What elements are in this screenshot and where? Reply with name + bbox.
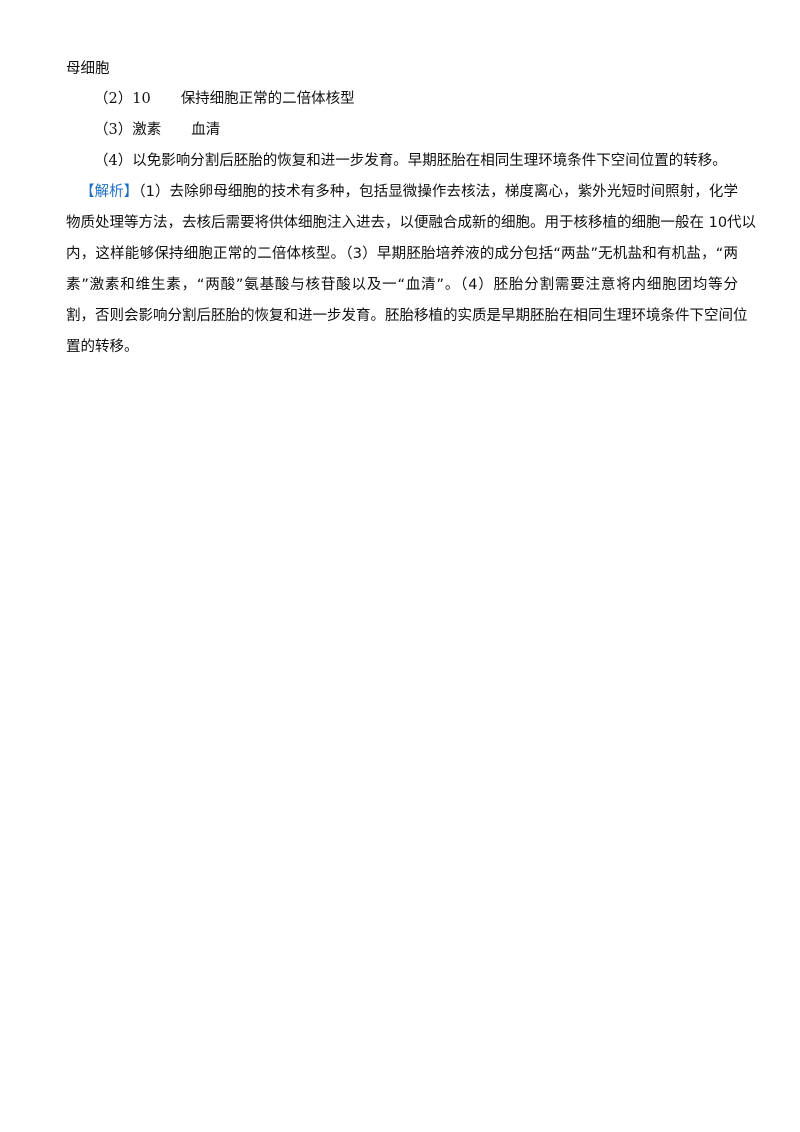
analysis-line-5: 割，否则会影响分割后胚胎的恢复和进一步发育。胚胎移植的实质是早期胚胎在相同生理环… [66, 306, 748, 326]
q3-label: （3） [94, 122, 133, 138]
answer-fragment: 母细胞 [66, 59, 738, 79]
q3-answer-a: 激素 [132, 122, 162, 138]
analysis-text-6: 置的转移。 [66, 339, 139, 355]
analysis-text-4: 素”激素和维生素，“两酸”氨基酸与核苷酸以及一“血清”。（4）胚胎分割需要注意将… [66, 277, 738, 293]
analysis-text-5: 割，否则会影响分割后胚胎的恢复和进一步发育。胚胎移植的实质是早期胚胎在相同生理环… [66, 308, 748, 324]
q2-answer-a: 10 [132, 91, 151, 107]
answer-fragment-text: 母细胞 [66, 61, 110, 77]
q4-label: （4） [94, 153, 133, 169]
q3-answer-b: 血清 [191, 122, 221, 138]
analysis-line-4: 素”激素和维生素，“两酸”氨基酸与核苷酸以及一“血清”。（4）胚胎分割需要注意将… [66, 275, 738, 295]
answer-q2: （2）10 保持细胞正常的二倍体核型 [94, 89, 738, 109]
answer-q3: （3）激素 血清 [94, 120, 738, 140]
analysis-line-1: 【解析】（1）去除卵母细胞的技术有多种，包括显微操作去核法，梯度离心，紫外光短时… [80, 182, 738, 202]
answer-q4: （4）以免影响分割后胚胎的恢复和进一步发育。早期胚胎在相同生理环境条件下空间位置… [94, 151, 738, 171]
analysis-text-1: （1）去除卵母细胞的技术有多种，包括显微操作去核法，梯度离心，紫外光短时间照射，… [138, 184, 738, 200]
analysis-line-6: 置的转移。 [66, 337, 738, 357]
analysis-text-2: 物质处理等方法，去核后需要将供体细胞注入进去，以便融合成新的细胞。用于核移植的细… [66, 215, 757, 231]
analysis-text-3: 内，这样能够保持细胞正常的二倍体核型。（3）早期胚胎培养液的成分包括“两盐”无机… [66, 246, 738, 262]
analysis-line-2: 物质处理等方法，去核后需要将供体细胞注入进去，以便融合成新的细胞。用于核移植的细… [66, 213, 756, 233]
q2-label: （2） [94, 91, 133, 107]
q2-answer-b: 保持细胞正常的二倍体核型 [180, 91, 355, 107]
q4-answer: 以免影响分割后胚胎的恢复和进一步发育。早期胚胎在相同生理环境条件下空间位置的转移… [132, 153, 727, 169]
analysis-tag: 【解析】 [80, 184, 139, 200]
analysis-line-3: 内，这样能够保持细胞正常的二倍体核型。（3）早期胚胎培养液的成分包括“两盐”无机… [66, 244, 738, 264]
